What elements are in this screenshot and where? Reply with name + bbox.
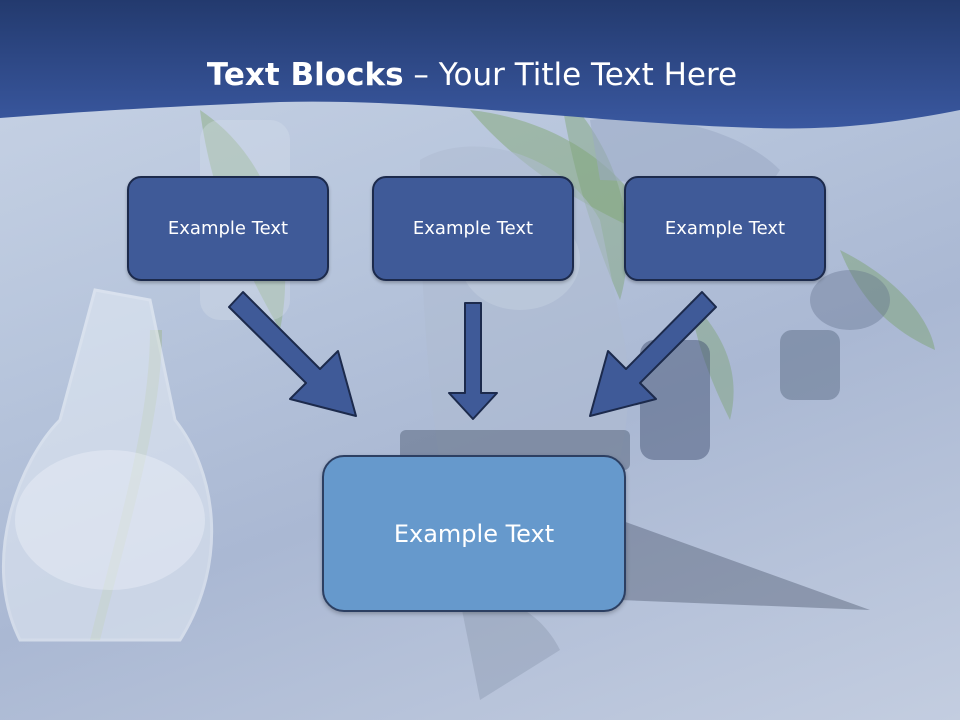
target-text-block-label: Example Text [393, 519, 555, 548]
text-block-3-label: Example Text [664, 218, 786, 239]
slide-title: Text Blocks – Your Title Text Here [0, 52, 944, 98]
title-bold-text: Text Blocks [206, 57, 404, 93]
text-block-2[interactable]: Example Text [372, 176, 574, 281]
text-block-1-label: Example Text [167, 218, 289, 239]
header-band [0, 0, 960, 129]
text-block-3[interactable]: Example Text [624, 176, 826, 281]
text-block-1[interactable]: Example Text [127, 176, 329, 281]
title-rest-text: – Your Title Text Here [403, 57, 738, 93]
text-block-2-label: Example Text [412, 218, 534, 239]
target-text-block[interactable]: Example Text [322, 455, 626, 612]
